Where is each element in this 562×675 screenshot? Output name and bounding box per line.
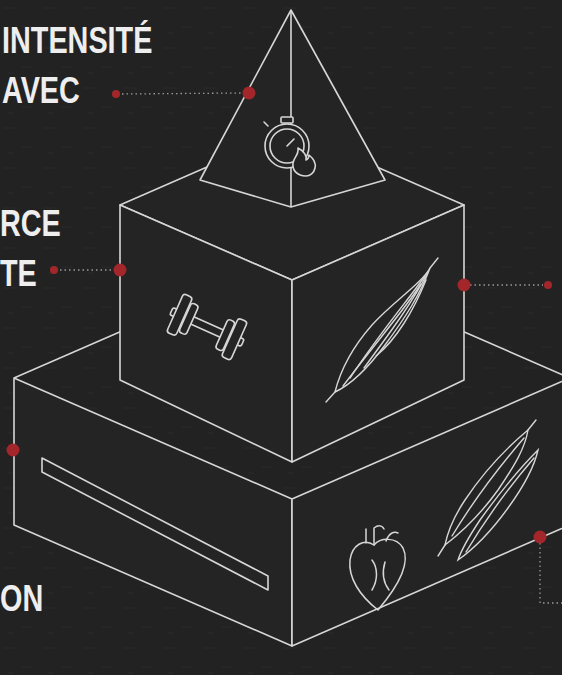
cube-right-face (292, 205, 464, 462)
dumbbell-icon (163, 292, 251, 362)
side-label: ON (0, 574, 96, 624)
side-label: INTENSITÉ AVEC (2, 16, 178, 116)
callout-dots (7, 87, 553, 544)
muscle-fiber (376, 280, 426, 356)
callout-dot (243, 87, 256, 100)
leader-end-dot (112, 90, 120, 98)
stopwatch-hand (287, 139, 294, 146)
leader-line (470, 284, 543, 285)
heart-detail (372, 560, 389, 590)
heart-outline (350, 539, 405, 610)
side-label: RCE TE (0, 199, 72, 299)
muscle-fiber (452, 438, 534, 552)
pyramid-ridge (290, 10, 292, 207)
leader-end-dot (50, 266, 58, 274)
heart-icon (350, 526, 405, 610)
muscle-tendon (430, 258, 438, 268)
top-pyramid (200, 10, 385, 207)
muscle-tendon (326, 392, 335, 402)
leader-lines (60, 93, 562, 603)
muscle-group-icon (438, 420, 538, 560)
callout-dot (7, 444, 20, 457)
stopwatch-button (264, 122, 268, 126)
muscle-fiber (343, 284, 421, 386)
callout-dot (114, 264, 127, 277)
leader-line (122, 93, 243, 94)
muscle-icon (326, 258, 438, 402)
pyramid-face (200, 10, 385, 207)
heart-vessels (366, 526, 398, 545)
callout-dot (534, 531, 547, 544)
dumbbell-plate (215, 319, 235, 351)
muscle-outline (335, 268, 430, 392)
leader-line (60, 269, 114, 270)
muscle-tendon (438, 545, 445, 556)
leader-line (540, 543, 562, 603)
muscle-tendon (528, 420, 536, 430)
callout-dot (458, 279, 471, 292)
cube-left-face (120, 205, 292, 462)
flame-icon (293, 148, 315, 176)
muscle-fiber (364, 272, 428, 368)
slab-slot (42, 458, 268, 590)
leader-end-dot (544, 281, 552, 289)
dumbbell-plate (179, 303, 199, 335)
stopwatch-icon (264, 117, 315, 176)
stopwatch-crown (281, 117, 293, 123)
